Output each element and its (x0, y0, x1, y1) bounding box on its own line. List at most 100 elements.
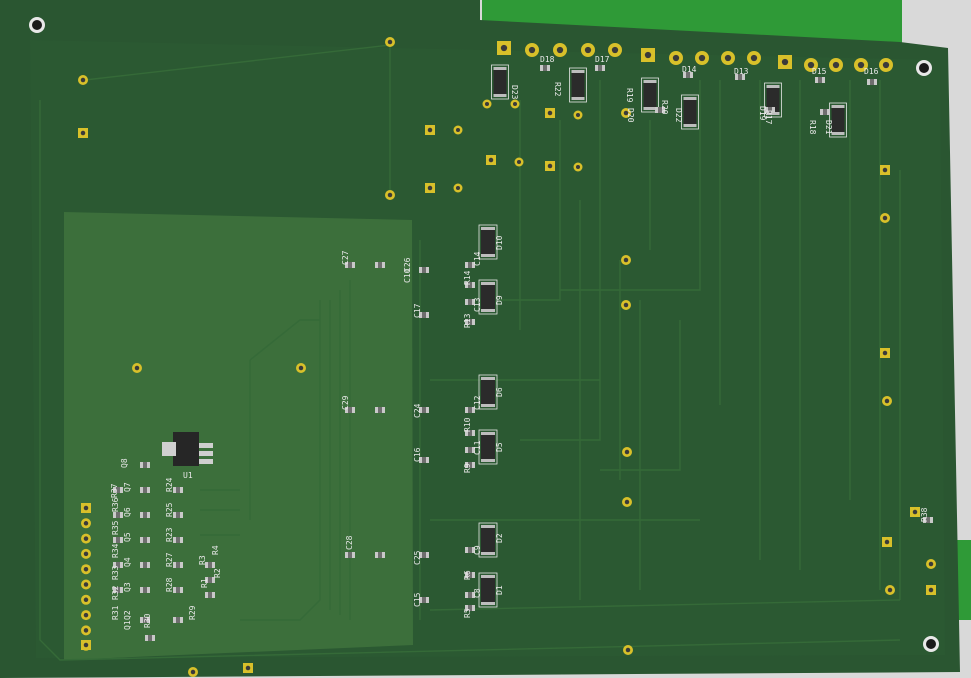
silk-label: C10 (403, 268, 412, 283)
silk-label: R37 (110, 483, 119, 498)
component (478, 279, 498, 315)
component (681, 94, 699, 130)
silk-label: R13 (463, 313, 472, 328)
silk-label: R24 (165, 477, 174, 492)
passive (145, 635, 155, 641)
silk-label: R28 (165, 577, 174, 592)
passive (173, 512, 183, 518)
passive (465, 592, 475, 598)
silk-label: C26 (403, 257, 412, 272)
passive (375, 407, 385, 413)
silk-label: D1 (495, 585, 504, 595)
passive (867, 79, 877, 85)
passive (345, 552, 355, 558)
component (478, 429, 498, 465)
silk-label: D6 (495, 387, 504, 397)
voltage-regulator (173, 432, 199, 466)
passive (173, 487, 183, 493)
passive (419, 312, 429, 318)
passive (465, 299, 475, 305)
silk-label: R23 (165, 527, 174, 542)
smd-components (113, 64, 933, 641)
passive (113, 512, 123, 518)
passive (140, 487, 150, 493)
silk-label: D17 (595, 55, 610, 64)
silk-label: R22 (553, 82, 562, 97)
passive (419, 457, 429, 463)
passive (140, 537, 150, 543)
passive (465, 447, 475, 453)
passive (465, 407, 475, 413)
passive (419, 267, 429, 273)
silk-label: C8 (473, 588, 482, 598)
passive (735, 74, 745, 80)
silk-label: R36 (111, 497, 120, 512)
component (569, 67, 587, 103)
silk-label: D22 (674, 108, 683, 123)
passive (465, 547, 475, 553)
passive (683, 72, 693, 78)
silk-label: Q4 (123, 557, 132, 567)
passive (140, 462, 150, 468)
ground-pour-zone (64, 212, 413, 660)
passive (173, 537, 183, 543)
silk-label: R19 (625, 88, 634, 103)
silk-label: D9 (495, 295, 504, 305)
component (641, 77, 659, 113)
silk-label: C14 (473, 251, 482, 266)
passive (345, 407, 355, 413)
silk-label: U1 (183, 471, 193, 480)
passive (113, 537, 123, 543)
silk-label: D5 (495, 442, 504, 452)
silk-label: R4 (211, 545, 220, 555)
component (478, 224, 498, 260)
silk-label: R10 (463, 417, 472, 432)
passive (419, 597, 429, 603)
silk-label: Q5 (123, 532, 132, 542)
mounting-holes (29, 17, 939, 652)
passive (923, 517, 933, 523)
silk-label: R2 (213, 568, 222, 578)
passive (140, 617, 150, 623)
passive (140, 562, 150, 568)
component (478, 522, 498, 558)
silk-label: D10 (495, 235, 504, 250)
silk-label: D2 (495, 533, 504, 543)
passive (173, 617, 183, 623)
silk-label: R34 (111, 543, 120, 558)
passive (465, 462, 475, 468)
silk-label: R38 (920, 507, 929, 522)
silk-label: R31 (111, 605, 120, 620)
silk-label: R35 (111, 520, 120, 535)
silk-label: C9 (473, 545, 482, 555)
silk-label: R30 (143, 613, 152, 628)
passive (375, 552, 385, 558)
silk-label: D20 (626, 108, 635, 123)
silk-label: R33 (111, 565, 120, 580)
component (478, 572, 498, 608)
silk-label: R20 (660, 100, 669, 115)
silk-label: C24 (413, 403, 422, 418)
silk-label: Q2 (123, 610, 132, 620)
silk-label: R27 (165, 552, 174, 567)
pcb-traces (39, 44, 901, 661)
passive (465, 605, 475, 611)
component (478, 374, 498, 410)
silk-label: C29 (341, 395, 350, 410)
passive (113, 487, 123, 493)
passive (140, 587, 150, 593)
silk-label: C13 (473, 297, 482, 312)
silk-label: R29 (188, 605, 197, 620)
silk-label: C17 (413, 303, 422, 318)
passive (540, 65, 550, 71)
silk-label: D21 (824, 120, 833, 135)
silk-label: R17 (764, 110, 773, 125)
through-hole-pads (78, 37, 936, 677)
passive (595, 65, 605, 71)
passive (465, 262, 475, 268)
silk-label: C27 (341, 250, 350, 265)
silk-label: Q6 (123, 507, 132, 517)
silk-label: D15 (812, 67, 827, 76)
